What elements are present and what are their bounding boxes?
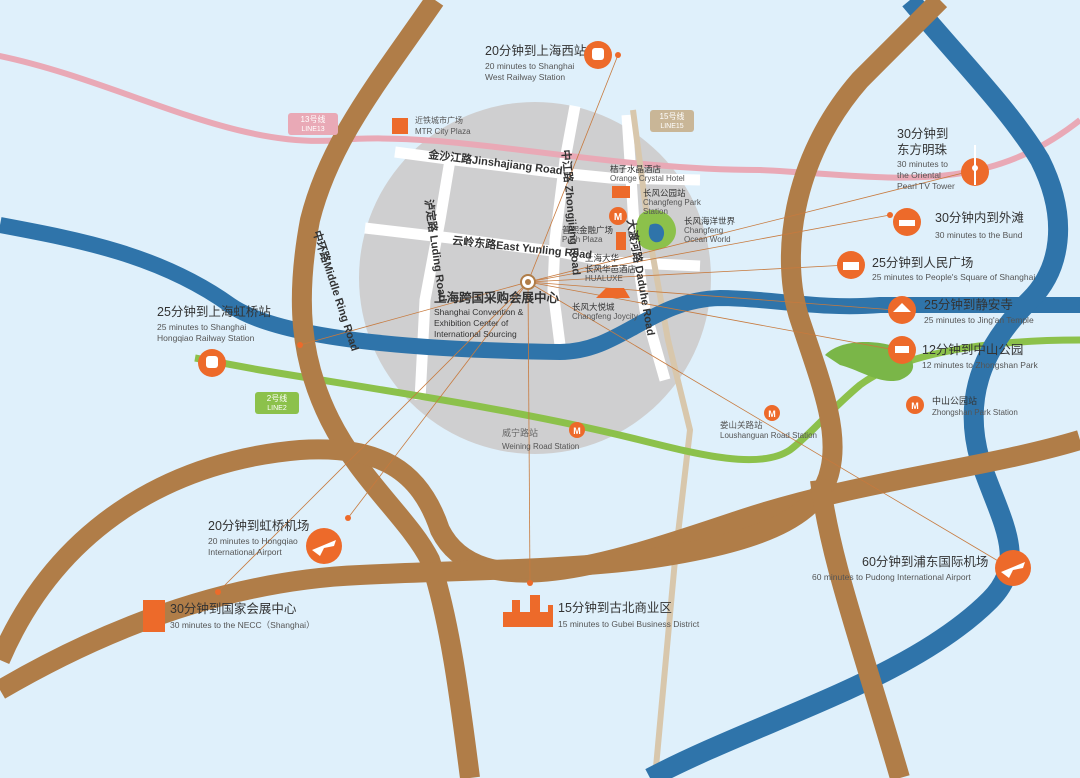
svg-text:12分钟到中山公园: 12分钟到中山公园: [922, 342, 1023, 357]
svg-text:Push Plaza: Push Plaza: [562, 235, 603, 244]
svg-text:LINE2: LINE2: [267, 405, 287, 412]
svg-text:25分钟到人民广场: 25分钟到人民广场: [872, 255, 973, 270]
push-plaza: 普熙金融广场 Push Plaza: [562, 225, 626, 250]
svg-text:Changfeng Joycity: Changfeng Joycity: [572, 312, 638, 321]
dest-pearl-tower: 30分钟到 东方明珠 30 minutes to the Oriental Pe…: [897, 126, 989, 191]
svg-text:International Airport: International Airport: [208, 547, 282, 557]
metro-line-2: [194, 336, 1080, 464]
svg-text:13号线: 13号线: [301, 114, 326, 124]
svg-text:HUALUXE: HUALUXE: [585, 274, 623, 283]
dest-zhongshan-park: 12分钟到中山公园 12 minutes to Zhongshan Park: [888, 336, 1039, 370]
svg-text:25 minutes to Shanghai: 25 minutes to Shanghai: [157, 322, 246, 332]
svg-text:2号线: 2号线: [267, 393, 287, 403]
svg-text:30分钟到国家会展中心: 30分钟到国家会展中心: [170, 601, 297, 616]
center-name-en-1: Shanghai Convention &: [434, 307, 524, 317]
svg-text:MTR City Plaza: MTR City Plaza: [415, 127, 471, 136]
svg-text:普熙金融广场: 普熙金融广场: [562, 225, 613, 235]
svg-text:20分钟到虹桥机场: 20分钟到虹桥机场: [208, 518, 309, 533]
svg-text:20 minutes to Shanghai: 20 minutes to Shanghai: [485, 61, 574, 71]
svg-text:M: M: [911, 401, 919, 411]
svg-text:25 minutes to People's Square: 25 minutes to People's Square of Shangha…: [872, 272, 1035, 282]
svg-text:Orange Crystal Hotel: Orange Crystal Hotel: [610, 174, 685, 183]
weining-road-station: 威宁路站 Weining Road Station M: [502, 422, 585, 451]
svg-text:桔子水晶酒店: 桔子水晶酒店: [610, 164, 662, 174]
svg-text:Zhongshan Park Station: Zhongshan Park Station: [932, 408, 1018, 417]
svg-text:12 minutes to Zhongshan Park: 12 minutes to Zhongshan Park: [922, 360, 1039, 370]
svg-text:长风海洋世界: 长风海洋世界: [684, 216, 736, 226]
svg-text:LINE13: LINE13: [301, 126, 324, 133]
svg-text:20分钟到上海西站: 20分钟到上海西站: [485, 43, 586, 58]
building-icon: [143, 600, 165, 632]
dest-bund: 30分钟内到外滩 30 minutes to the Bund: [887, 208, 1024, 240]
changfeng-joycity: 长风大悦城 Changfeng Joycity: [572, 288, 638, 321]
svg-text:Loushanguan Road Station: Loushanguan Road Station: [720, 431, 817, 440]
svg-text:30 minutes to: 30 minutes to: [897, 159, 948, 169]
svg-text:15分钟到古北商业区: 15分钟到古北商业区: [558, 600, 672, 615]
svg-text:the Oriental: the Oriental: [897, 170, 941, 180]
dest-pudong-airport: 60分钟到浦东国际机场 60 minutes to Pudong Interna…: [812, 550, 1031, 586]
metro-icon-changfeng: M: [609, 207, 627, 225]
svg-text:中山公园站: 中山公园站: [932, 395, 977, 406]
huangpu-river: [645, 0, 1069, 778]
city-icon: [503, 595, 553, 627]
svg-text:30 minutes to the Bund: 30 minutes to the Bund: [935, 230, 1023, 240]
line13-badge: 13号线 LINE13: [288, 113, 338, 135]
svg-text:Pearl TV Tower: Pearl TV Tower: [897, 181, 955, 191]
orange-crystal-hotel: 桔子水晶酒店 Orange Crystal Hotel: [610, 164, 685, 198]
svg-text:25分钟到静安寺: 25分钟到静安寺: [924, 297, 1013, 312]
center-name-en-2: Exhibition Center of: [434, 318, 509, 328]
hualuxe-hotel: 上海大华 长风华邑酒店 HUALUXE: [585, 253, 637, 283]
svg-text:长风华邑酒店: 长风华邑酒店: [585, 264, 637, 274]
changfeng-ocean-world: 长风海洋世界 Changfeng Ocean World: [684, 216, 736, 244]
svg-text:Station: Station: [643, 207, 668, 216]
svg-text:Ocean World: Ocean World: [684, 235, 731, 244]
dest-peoples-square: 25分钟到人民广场 25 minutes to People's Square …: [837, 251, 1035, 282]
svg-text:60 minutes to Pudong Internati: 60 minutes to Pudong International Airpo…: [812, 572, 971, 582]
mtr-city-plaza: 近铁城市广场 MTR City Plaza: [392, 115, 471, 136]
dest-gubei: 15分钟到古北商业区 15 minutes to Gubei Business …: [503, 580, 700, 629]
svg-text:M: M: [614, 212, 622, 223]
metro-line-13: [0, 53, 1080, 181]
svg-text:25 minutes to Jing'an Temple: 25 minutes to Jing'an Temple: [924, 315, 1034, 325]
svg-text:娄山关路站: 娄山关路站: [720, 420, 763, 430]
dest-hongqiao-airport: 20分钟到虹桥机场 20 minutes to Hongqiao Interna…: [208, 515, 351, 564]
svg-text:近铁城市广场: 近铁城市广场: [415, 115, 463, 125]
loushanguan-road-station: 娄山关路站 Loushanguan Road Station M: [720, 405, 817, 440]
svg-text:Weining Road Station: Weining Road Station: [502, 442, 579, 451]
dest-west-railway: 20分钟到上海西站 20 minutes to Shanghai West Ra…: [485, 41, 621, 82]
svg-text:West Railway Station: West Railway Station: [485, 72, 565, 82]
changfeng-park-station: 长风公园站 Changfeng Park Station: [643, 188, 702, 216]
svg-text:20 minutes to Hongqiao: 20 minutes to Hongqiao: [208, 536, 298, 546]
svg-text:30分钟到: 30分钟到: [897, 126, 948, 141]
svg-text:威宁路站: 威宁路站: [502, 427, 538, 438]
svg-text:LINE15: LINE15: [660, 123, 683, 130]
svg-text:25分钟到上海虹桥站: 25分钟到上海虹桥站: [157, 304, 271, 319]
svg-text:30 minutes to the NECC（Shangha: 30 minutes to the NECC（Shanghai）: [170, 620, 315, 630]
svg-text:Hongqiao Railway Station: Hongqiao Railway Station: [157, 333, 255, 343]
svg-text:Changfeng: Changfeng: [684, 226, 723, 235]
svg-text:长风大悦城: 长风大悦城: [572, 302, 615, 312]
svg-text:上海大华: 上海大华: [585, 253, 620, 263]
zhongshan-park-station: M 中山公园站 Zhongshan Park Station: [906, 395, 1018, 417]
center-marker: [520, 274, 536, 290]
svg-text:东方明珠: 东方明珠: [897, 142, 948, 157]
line2-badge: 2号线 LINE2: [255, 392, 299, 414]
dest-necc: 30分钟到国家会展中心 30 minutes to the NECC（Shang…: [143, 589, 315, 632]
line15-badge: 15号线 LINE15: [650, 110, 694, 132]
svg-text:15号线: 15号线: [660, 111, 685, 121]
svg-text:M: M: [768, 409, 776, 419]
svg-text:60分钟到浦东国际机场: 60分钟到浦东国际机场: [862, 554, 988, 569]
svg-text:Changfeng Park: Changfeng Park: [643, 198, 702, 207]
svg-text:M: M: [573, 426, 581, 436]
svg-text:长风公园站: 长风公园站: [643, 188, 686, 198]
leader-lines: [217, 54, 1011, 593]
center-name-cn: 上海跨国采购会展中心: [434, 290, 560, 305]
center-name-en-3: International Sourcing: [434, 329, 517, 339]
dest-hongqiao-rail: 25分钟到上海虹桥站 25 minutes to Shanghai Hongqi…: [157, 304, 303, 377]
svg-text:15 minutes to Gubei Business D: 15 minutes to Gubei Business District: [558, 619, 700, 629]
svg-text:30分钟内到外滩: 30分钟内到外滩: [935, 210, 1024, 225]
dest-jingan: 25分钟到静安寺 25 minutes to Jing'an Temple: [888, 296, 1034, 325]
